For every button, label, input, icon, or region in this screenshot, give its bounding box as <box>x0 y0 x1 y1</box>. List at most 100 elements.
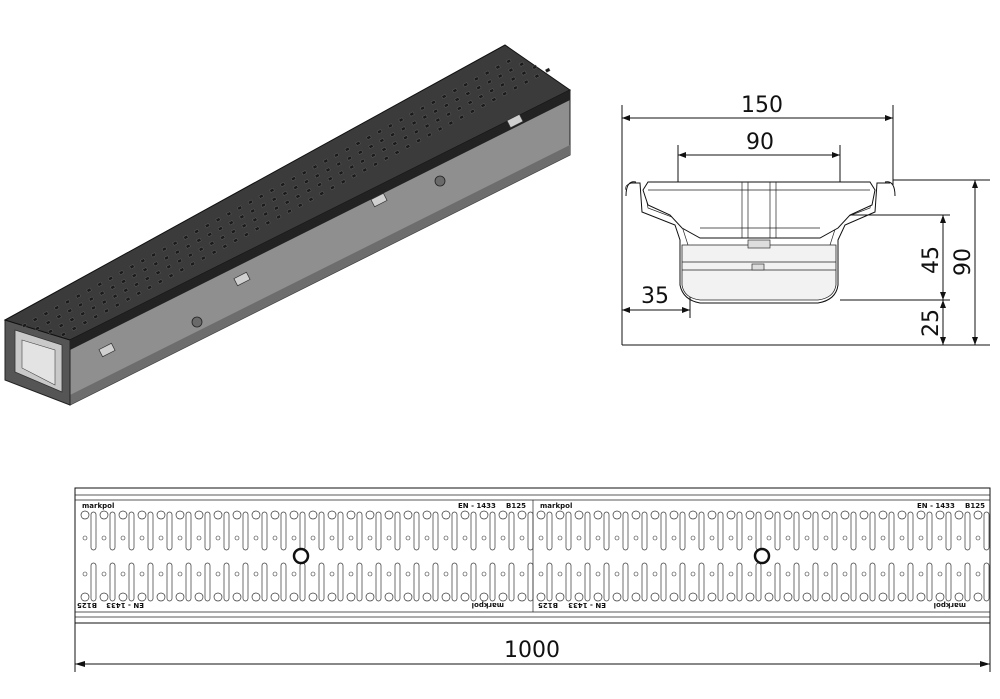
grate-slot <box>475 85 482 91</box>
plan-slot <box>964 562 971 602</box>
plan-slot <box>508 562 515 602</box>
plan-slot <box>821 510 831 520</box>
grate-slot <box>486 79 493 85</box>
plan-slot <box>356 511 363 551</box>
plan-slot <box>156 592 166 602</box>
grate-slot <box>189 261 196 267</box>
plan-slot <box>177 535 183 541</box>
plan-slot <box>196 571 202 577</box>
plan-slot <box>557 535 563 541</box>
plan-slot <box>688 592 698 602</box>
grate-slot <box>168 273 174 279</box>
dim-wall-offset: 35 <box>641 284 669 309</box>
grate-slot <box>112 293 118 299</box>
plan-slot <box>641 511 648 551</box>
plan-slot <box>280 562 287 602</box>
plan-slot <box>804 571 810 577</box>
grate-rim <box>70 90 570 350</box>
plan-slot <box>880 571 886 577</box>
grate-slot <box>316 182 323 188</box>
grate-slot <box>510 76 516 82</box>
grate-slot <box>161 246 168 252</box>
grate-slot <box>247 199 254 205</box>
plan-slot <box>888 511 895 551</box>
grate-slot <box>236 205 243 211</box>
plan-slot <box>964 511 971 551</box>
plan-slot <box>726 510 736 520</box>
grate-slot <box>252 217 258 223</box>
plan-slot <box>272 535 278 541</box>
plan-slot <box>669 592 679 602</box>
grate-clip-section <box>747 239 771 249</box>
plan-slot <box>253 535 259 541</box>
plan-slot <box>242 511 249 551</box>
plan-slot <box>717 511 724 551</box>
plan-slot <box>650 510 660 520</box>
grate-slot <box>400 126 407 132</box>
plan-slot <box>329 535 335 541</box>
plan-slot <box>90 562 97 602</box>
plan-slot <box>709 571 715 577</box>
plan-slot <box>850 511 857 551</box>
plan-slot <box>156 510 166 520</box>
grate-slot <box>279 181 286 188</box>
plan-slot <box>443 571 449 577</box>
grate-slot <box>336 161 342 167</box>
plan-slot <box>945 562 952 602</box>
plan-slot <box>460 592 470 602</box>
grate-slot <box>305 187 312 194</box>
plan-slot <box>774 511 781 551</box>
plan-slot <box>498 510 508 520</box>
plan-slot <box>595 535 601 541</box>
plan-slot <box>308 510 318 520</box>
plan-slot <box>717 562 724 602</box>
plan-slot <box>213 592 223 602</box>
grate-slot <box>114 302 121 308</box>
plan-slot <box>804 535 810 541</box>
plan-slot <box>175 510 185 520</box>
dim-height-total: 90 <box>951 248 976 276</box>
plan-bolt-1 <box>292 547 310 565</box>
mark-class-2: B125 <box>965 502 985 510</box>
grate-slot <box>329 185 336 191</box>
grate-slot <box>458 114 465 120</box>
grate-slot <box>80 311 86 317</box>
plan-slot <box>517 510 527 520</box>
plan-slot <box>842 535 848 541</box>
plan-slot <box>405 535 411 541</box>
grate-slot <box>60 331 67 337</box>
grate-slot <box>43 311 49 317</box>
grate-slot <box>484 70 490 76</box>
side-clip-3 <box>370 192 388 208</box>
grate-slot <box>370 152 377 158</box>
plan-slot <box>557 571 563 577</box>
plan-slot <box>574 592 584 602</box>
plan-slot <box>204 562 211 602</box>
grate-slot <box>69 317 75 323</box>
plan-slot <box>764 592 774 602</box>
plan-slot <box>405 571 411 577</box>
plan-slot <box>470 511 477 551</box>
plan-slot <box>576 535 582 541</box>
plan-slot <box>234 571 240 577</box>
plan-slot <box>386 535 392 541</box>
grate-slot <box>508 67 514 73</box>
plan-slot <box>565 562 572 602</box>
grate-slot <box>56 314 62 320</box>
plan-slot <box>935 592 945 602</box>
grate-slot <box>359 158 366 164</box>
plan-slot <box>356 562 363 602</box>
plan-slot <box>196 535 202 541</box>
grate-slot <box>512 85 519 91</box>
plan-slot <box>918 571 924 577</box>
plan-slot <box>80 592 90 602</box>
grate-slot <box>265 220 271 226</box>
plan-slot <box>481 571 487 577</box>
grate-slot <box>32 316 38 323</box>
plan-slot <box>479 510 489 520</box>
plan-slot <box>519 571 525 577</box>
plan-slot <box>973 592 983 602</box>
plan-slot <box>289 510 299 520</box>
grate-slot <box>136 290 142 296</box>
